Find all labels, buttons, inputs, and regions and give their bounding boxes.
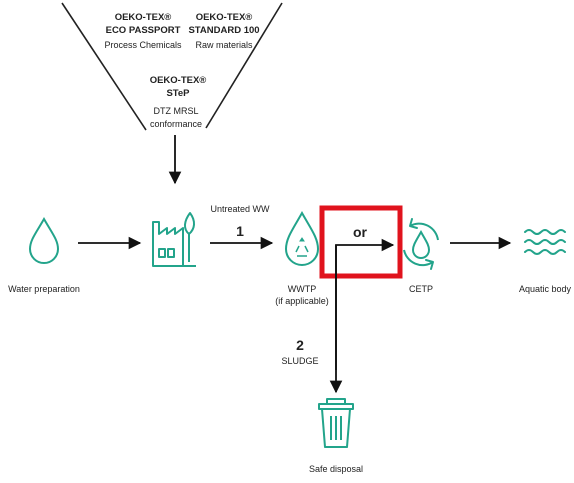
step-brand: OEKO-TEX® (150, 75, 207, 86)
funnel-left-line (61, 2, 147, 131)
trash-bin-icon (318, 398, 354, 448)
wwtp-note: (if applicable) (275, 296, 329, 306)
safe-disposal-label: Safe disposal (309, 464, 363, 474)
factory-icon (152, 212, 196, 267)
waves-icon (524, 229, 566, 255)
water-drop-icon (28, 216, 60, 264)
sludge-label: SLUDGE (281, 356, 318, 366)
arrow-to-cetp (335, 238, 395, 370)
or-highlight-box (319, 205, 403, 279)
aquatic-body-label: Aquatic body (519, 284, 572, 294)
or-label: or (353, 224, 368, 240)
step-desc-line2: conformance (150, 119, 202, 129)
standard100-desc: Raw materials (195, 40, 253, 50)
wwtp-label: WWTP (288, 284, 317, 294)
standard100-name: STANDARD 100 (188, 25, 259, 36)
ecopassport-name: ECO PASSPORT (106, 25, 181, 36)
funnel-right-line (205, 2, 283, 129)
cycle-drop-icon (403, 218, 439, 270)
cetp-label: CETP (409, 284, 433, 294)
path-1-number: 1 (236, 223, 244, 239)
untreated-ww-label: Untreated WW (210, 204, 270, 214)
step-name: STeP (166, 88, 190, 99)
recycle-drop-icon (284, 210, 320, 266)
ecopassport-brand: OEKO-TEX® (115, 12, 172, 23)
water-preparation-label: Water preparation (8, 284, 80, 294)
path-2-number: 2 (296, 337, 304, 353)
ecopassport-desc: Process Chemicals (104, 40, 182, 50)
step-desc-line1: DTZ MRSL (154, 106, 199, 116)
standard100-brand: OEKO-TEX® (196, 12, 253, 23)
